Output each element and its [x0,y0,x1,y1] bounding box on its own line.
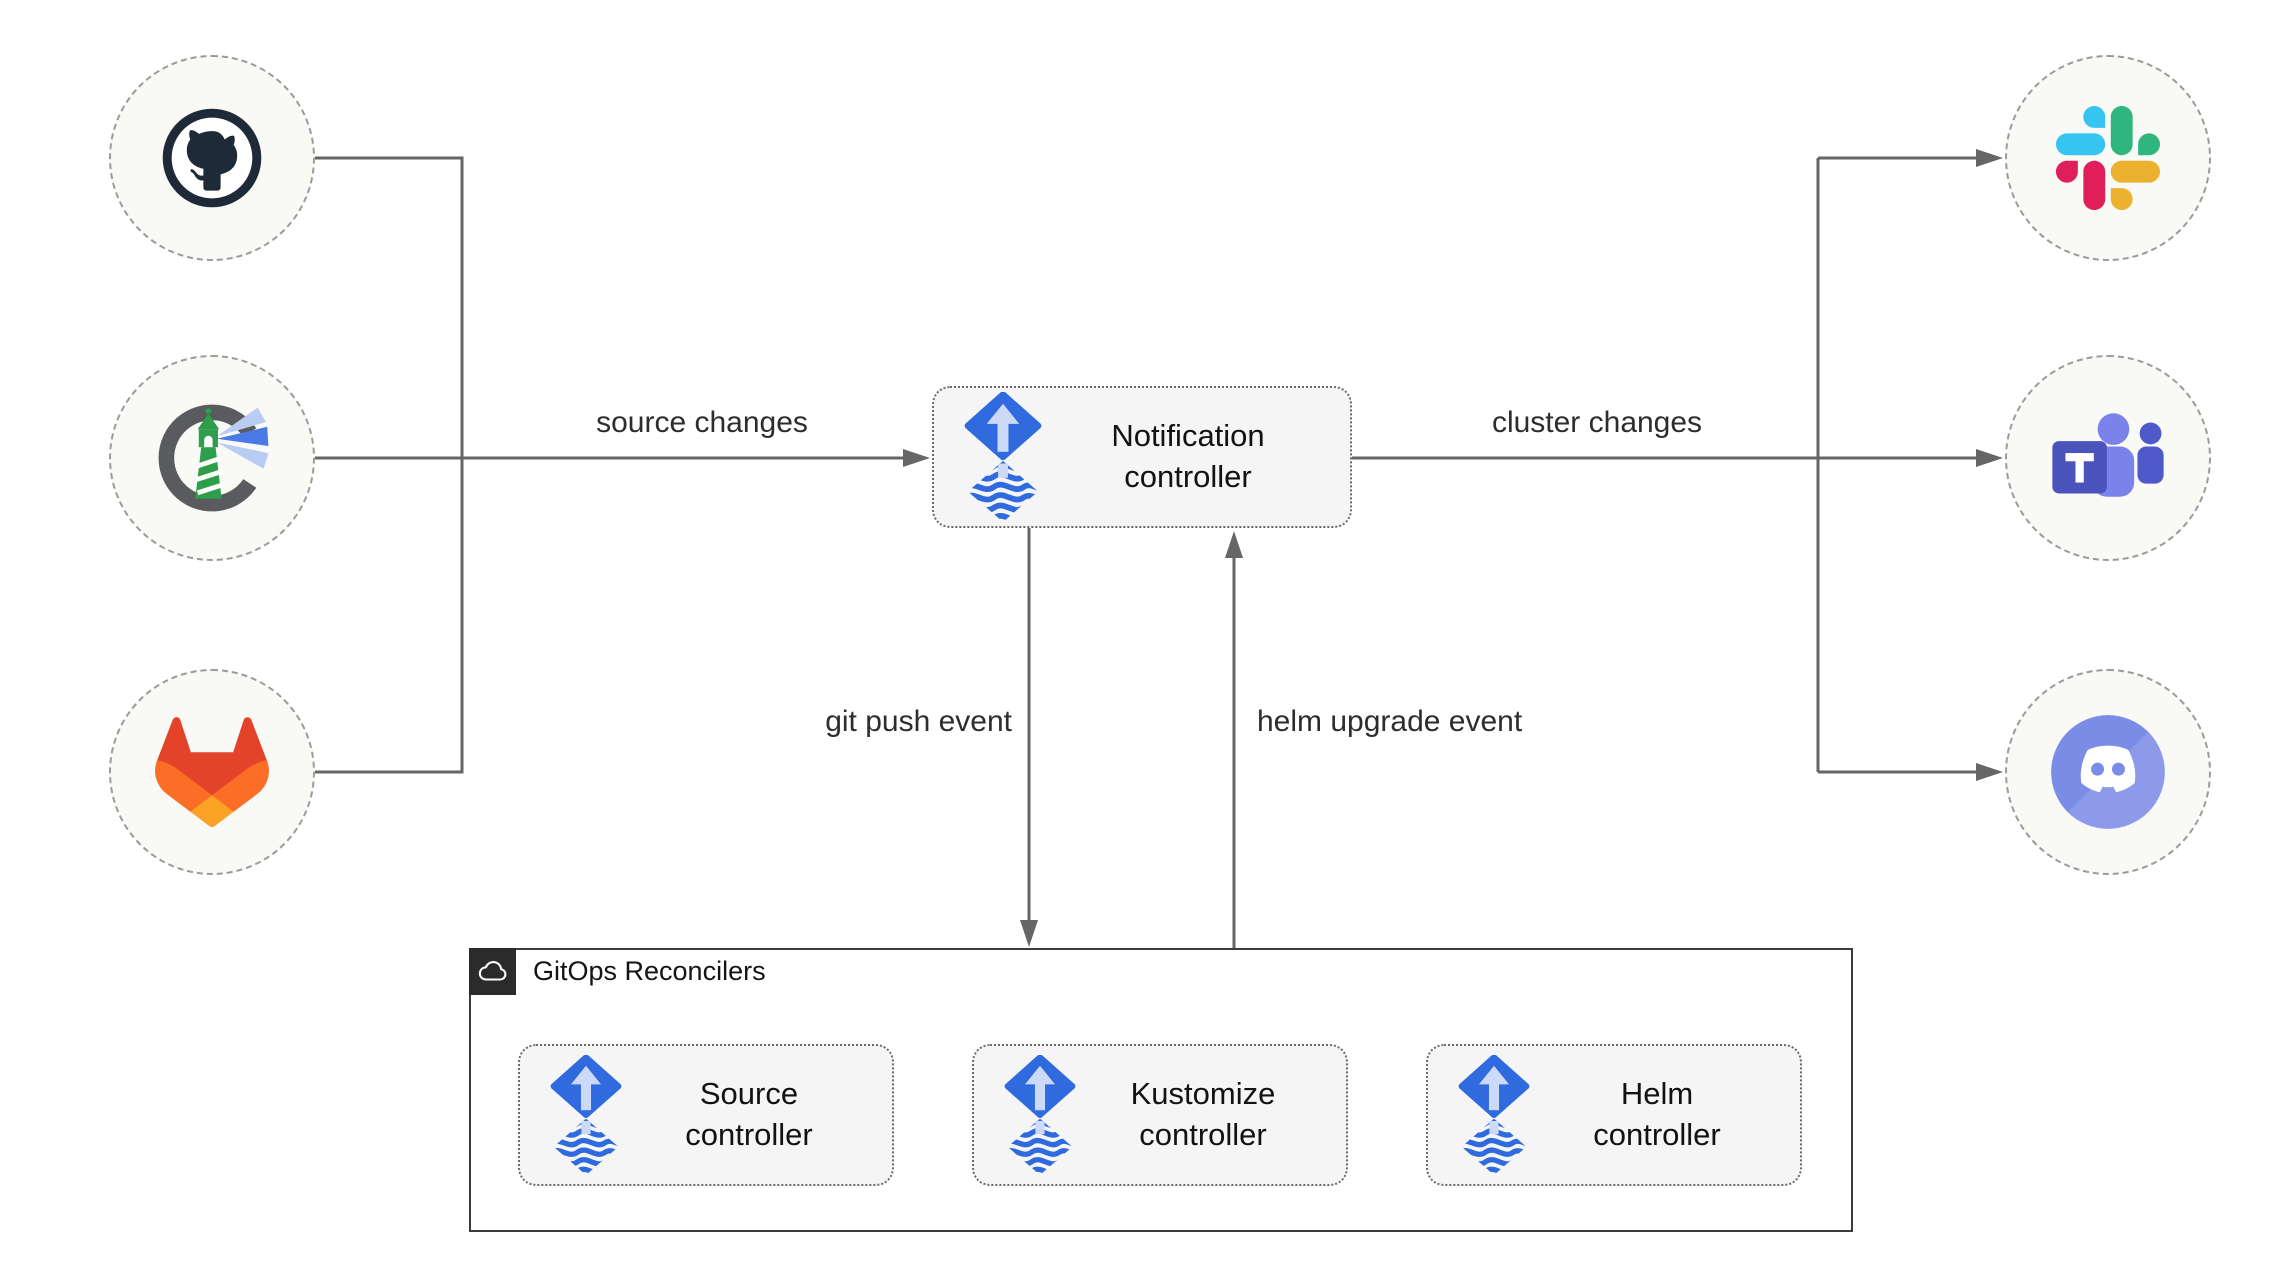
discord-icon [2051,715,2166,830]
target-node-discord [2005,669,2211,875]
arrowhead [1020,920,1038,947]
arrowhead [1976,763,2003,781]
source-node-harbor [109,355,315,561]
arrowhead [903,449,930,467]
node-label: Notification controller [1111,418,1265,494]
edge-label-git-push-event: git push event [825,705,1012,738]
flux-icon [1458,1055,1530,1175]
flux-icon [550,1055,622,1175]
flux-icon [1004,1055,1076,1175]
teams-icon [2052,413,2164,497]
helm-controller-node: Helm controller [1426,1044,1802,1186]
node-label: Helm controller [1593,1076,1721,1152]
cloud-tab [469,948,516,995]
arrowhead [1225,531,1243,558]
gitlab-icon [155,717,269,827]
arrowhead [1976,449,2003,467]
github-icon [162,108,262,208]
node-label: Kustomize controller [1130,1076,1276,1152]
edge-label-source-changes: source changes [596,406,808,439]
edge-sources-junction [315,156,464,774]
target-node-slack [2005,55,2211,261]
cloud-icon [478,961,506,981]
edge-label-cluster-changes: cluster changes [1491,406,1703,439]
gitops-reconcilers-title: GitOps Reconcilers [533,956,766,986]
notification-controller-node: Notification controller [932,386,1352,528]
arrowhead [1976,149,2003,167]
edge-label-helm-upgrade-event: helm upgrade event [1257,705,1523,738]
source-node-github [109,55,315,261]
node-label: Source controller [685,1076,813,1152]
harbor-icon [158,404,269,512]
flux-icon [964,392,1042,522]
gitops-reconcilers-container: GitOps Reconcilers Source controller Kus… [469,948,1853,1232]
source-node-gitlab [109,669,315,875]
source-controller-node: Source controller [518,1044,894,1186]
edge-cluster-changes [1352,156,1979,774]
target-node-teams [2005,355,2211,561]
kustomize-controller-node: Kustomize controller [972,1044,1348,1186]
slack-icon [2056,106,2160,210]
